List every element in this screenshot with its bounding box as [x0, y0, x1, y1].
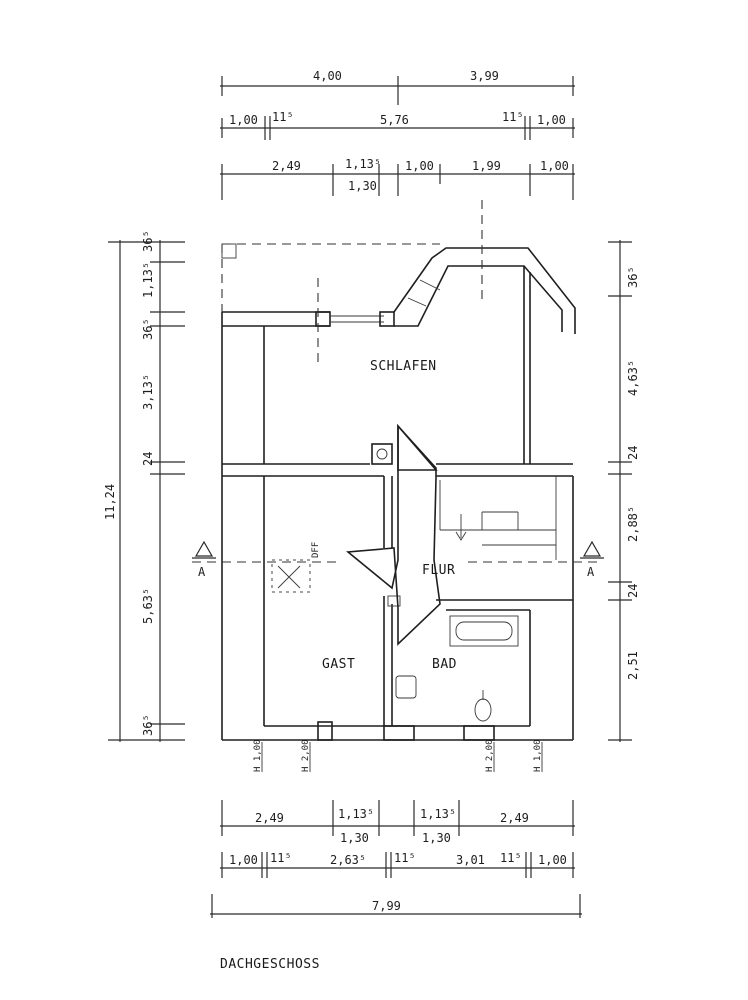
room-flur: FLUR	[422, 563, 455, 578]
section-marker-left: A	[192, 540, 216, 579]
dim-bot-2c: 2,63⁵	[330, 853, 366, 867]
dim-left-total: 11,24	[103, 484, 117, 520]
dim-top-3e: 1,99	[472, 159, 501, 173]
dim-right-5: 24	[626, 584, 640, 598]
room-bad: BAD	[432, 657, 457, 672]
svg-text:A: A	[587, 565, 595, 579]
dim-top-2e: 1,00	[537, 113, 566, 127]
dim-left-3: 36⁵	[141, 318, 155, 340]
room-gast: GAST	[322, 657, 355, 672]
dim-top-2b: 11⁵	[272, 110, 294, 124]
dim-top-3d: 1,00	[405, 159, 434, 173]
window-height-1: H 1,00	[253, 739, 263, 772]
dim-left-1: 36⁵	[141, 230, 155, 252]
dim-bot-1e: 1,30	[422, 831, 451, 845]
dim-bot-1f: 2,49	[500, 811, 529, 825]
dim-bot-2a: 1,00	[229, 853, 258, 867]
dff-label: DFF	[311, 542, 321, 558]
room-schlafen: SCHLAFEN	[370, 359, 437, 374]
svg-text:A: A	[198, 565, 206, 579]
dim-left-2: 1,13⁵	[141, 262, 155, 298]
skylight: DFF	[271, 542, 321, 593]
section-marker-right: A	[580, 540, 604, 579]
dim-bot-1a: 2,49	[255, 811, 284, 825]
dim-top-3a: 2,49	[272, 159, 301, 173]
dim-left-6: 5,63⁵	[141, 588, 155, 624]
dim-right-6: 2,51	[626, 651, 640, 680]
dim-top-2d: 11⁵	[502, 110, 524, 124]
dim-bot-2f: 11⁵	[500, 851, 522, 865]
dim-top-1b: 3,99	[470, 69, 499, 83]
window-height-4: H 1,00	[533, 739, 543, 772]
stair-arrow	[345, 423, 441, 646]
window-heights: H 1,00 H 2,00 H 2,00 H 1,00	[253, 739, 543, 772]
dim-bot-1d: 1,13⁵	[420, 807, 456, 821]
dim-top-3c: 1,30	[348, 179, 377, 193]
dim-bot-2b: 11⁵	[270, 851, 292, 865]
dim-right-1: 36⁵	[626, 266, 640, 288]
dim-left-5: 24	[141, 452, 155, 466]
dim-top-1a: 4,00	[313, 69, 342, 83]
dim-top-3b: 1,13⁵	[345, 157, 381, 171]
dim-top-3f: 1,00	[540, 159, 569, 173]
dim-bot-1c: 1,30	[340, 831, 369, 845]
bottom-dimensions: 2,49 1,13⁵ 1,30 1,13⁵ 1,30 2,49 1,00 11⁵…	[210, 800, 582, 918]
dim-bot-2g: 1,00	[538, 853, 567, 867]
dim-left-4: 3,13⁵	[141, 374, 155, 410]
dim-right-3: 24	[626, 446, 640, 460]
window-height-2: H 2,00	[301, 739, 311, 772]
left-dimensions: 11,24 36⁵ 1,13⁵ 36⁵ 3,13⁵ 24 5,63⁵ 36⁵	[103, 230, 185, 742]
plan-caption: DACHGESCHOSS	[220, 957, 320, 972]
window-height-3: H 2,00	[485, 739, 495, 772]
dim-top-2c: 5,76	[380, 113, 409, 127]
top-dimensions: 4,00 3,99 1,00 11⁵ 5,76 11⁵ 1,00 2,49 1,…	[220, 69, 575, 200]
dim-right-4: 2,88⁵	[626, 506, 640, 542]
dim-bot-2d: 11⁵	[394, 851, 416, 865]
dim-top-2a: 1,00	[229, 113, 258, 127]
dim-bot-2e: 3,01	[456, 853, 485, 867]
walls	[221, 243, 576, 741]
right-dimensions: 36⁵ 4,63⁵ 24 2,88⁵ 24 2,51	[608, 240, 640, 742]
dim-bot-1b: 1,13⁵	[338, 807, 374, 821]
dim-right-2: 4,63⁵	[626, 360, 640, 396]
dim-left-7: 36⁵	[141, 714, 155, 736]
dim-bot-total: 7,99	[372, 899, 401, 913]
stair-direction	[397, 423, 438, 471]
